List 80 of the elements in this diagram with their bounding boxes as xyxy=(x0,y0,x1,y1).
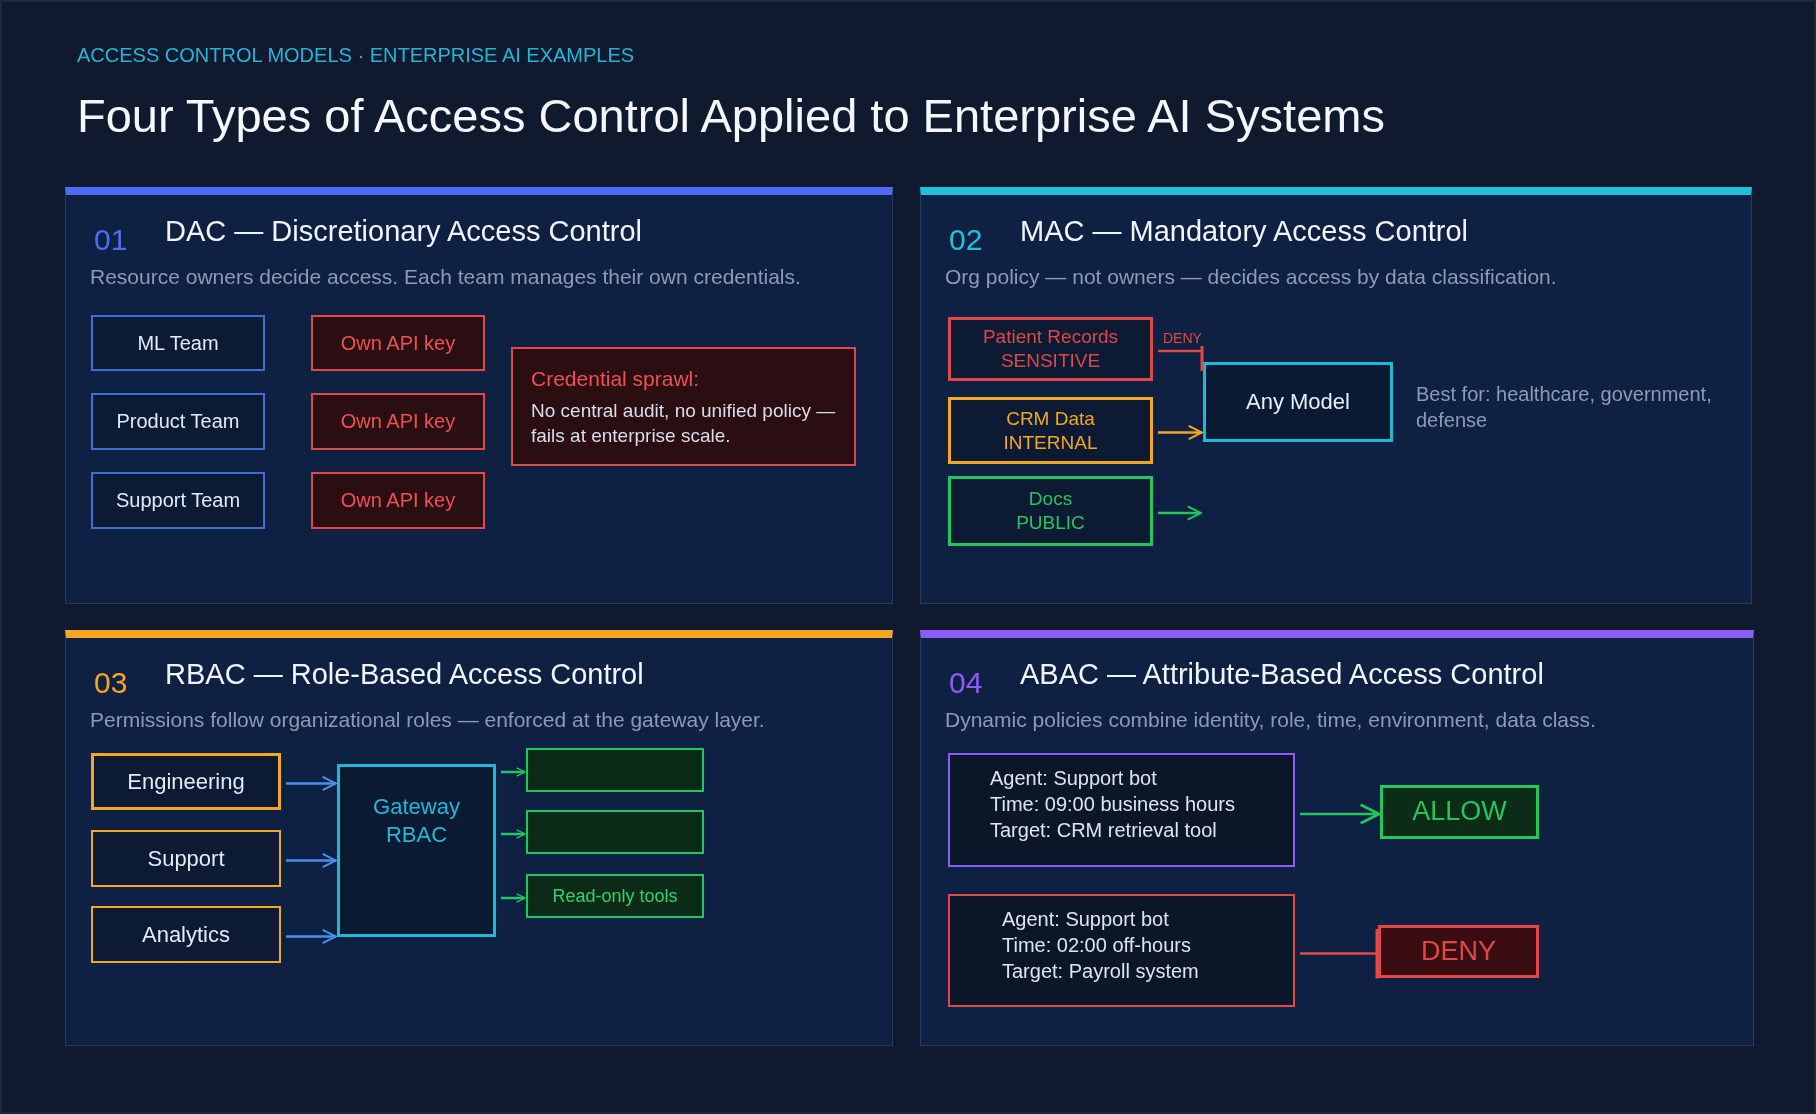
section-description: Org policy — not owners — decides access by data classification. xyxy=(945,265,1558,289)
model-box xyxy=(1203,362,1393,442)
arrow xyxy=(501,767,526,777)
kicker-text: ACCESS CONTROL MODELS · ENTERPRISE AI EXAMPLES xyxy=(77,44,635,67)
arrow xyxy=(1158,424,1203,441)
box-label: Support xyxy=(147,844,225,873)
box-label: SENSITIVE xyxy=(1000,349,1101,373)
team-box xyxy=(91,393,265,450)
arrow xyxy=(501,829,526,839)
rule-line: Target: Payroll system xyxy=(1002,958,1200,984)
data-box xyxy=(948,476,1153,546)
box-label: Read-only tools xyxy=(552,884,678,908)
box-label: Own API key xyxy=(340,488,456,513)
box-label: Any Model xyxy=(1246,388,1350,416)
diagram-title: Four Types of Access Control Applied to Enterprise AI Systems xyxy=(77,88,1385,143)
box-label: CRM Data xyxy=(1006,406,1095,431)
model-box xyxy=(526,874,704,918)
arrow xyxy=(286,852,337,869)
edge-label: DENY xyxy=(1161,330,1204,346)
arrow xyxy=(286,775,337,792)
api-key-box xyxy=(311,393,485,450)
box-label: Patient Records xyxy=(982,325,1119,349)
rule-line: Time: 02:00 off-hours xyxy=(1002,932,1192,958)
arrow xyxy=(501,893,526,903)
gateway-box xyxy=(337,764,496,937)
data-box xyxy=(948,397,1153,464)
role-box xyxy=(91,906,281,963)
section-number: 01 xyxy=(94,223,128,257)
panel-card xyxy=(65,630,893,1046)
api-key-box xyxy=(311,472,485,529)
blocked-connector xyxy=(1300,927,1379,980)
section-description: Permissions follow organizational roles — enforced at the gateway layer. xyxy=(90,708,766,732)
section-description: Resource owners decide access. Each team manages their own credentials. xyxy=(90,265,802,289)
data-box xyxy=(948,317,1153,381)
model-box xyxy=(526,810,704,854)
warning-text: No central audit, no unified policy — fails at enterprise scale. xyxy=(531,399,836,448)
panel-card xyxy=(920,630,1754,1046)
api-key-box xyxy=(311,315,485,371)
decision-box xyxy=(1378,925,1539,978)
warning-title: Credential sprawl: xyxy=(531,367,701,391)
box-label: Support Team xyxy=(115,488,241,513)
section-heading: RBAC — Role-Based Access Control xyxy=(165,658,644,691)
team-box xyxy=(91,472,265,529)
note-text: Best for: healthcare, government, defense xyxy=(1416,382,1713,433)
section-description: Dynamic policies combine identity, role, time, environment, data class. xyxy=(945,708,1597,732)
box-label: DENY xyxy=(1421,934,1496,968)
section-heading: MAC — Mandatory Access Control xyxy=(1020,215,1469,248)
box-label: PUBLIC xyxy=(1016,511,1085,535)
team-box xyxy=(91,315,265,371)
box-label: Own API key xyxy=(340,330,456,356)
box-label: Own API key xyxy=(340,409,456,434)
box-label: Analytics xyxy=(141,920,230,949)
arrow xyxy=(286,928,337,945)
role-box xyxy=(91,753,281,810)
box-label: ML Team xyxy=(137,330,219,356)
panel-card xyxy=(65,187,893,604)
decision-box xyxy=(1380,785,1539,839)
panel-card xyxy=(920,187,1752,604)
model-box xyxy=(526,748,704,792)
rule-line: Time: 09:00 business hours xyxy=(990,792,1236,817)
box-label: Docs xyxy=(1028,487,1073,511)
section-number: 04 xyxy=(949,666,983,700)
section-number: 02 xyxy=(949,223,983,257)
policy-box xyxy=(948,753,1295,867)
box-label: Gateway RBAC xyxy=(372,793,461,848)
section-heading: DAC — Discretionary Access Control xyxy=(165,215,643,248)
warning-box xyxy=(511,347,856,466)
box-label: Engineering xyxy=(127,767,245,796)
arrow xyxy=(1158,505,1202,521)
box-label: ALLOW xyxy=(1412,795,1507,829)
rule-line: Agent: Support bot xyxy=(990,766,1158,791)
section-heading: ABAC — Attribute-Based Access Control xyxy=(1020,658,1544,691)
rule-line: Agent: Support bot xyxy=(1002,906,1170,932)
box-label: INTERNAL xyxy=(1003,430,1098,455)
box-label: Product Team xyxy=(116,409,240,434)
role-box xyxy=(91,830,281,887)
section-number: 03 xyxy=(94,666,128,700)
arrow xyxy=(1300,803,1381,825)
rule-line: Target: CRM retrieval tool xyxy=(990,818,1218,843)
policy-box xyxy=(948,894,1295,1007)
